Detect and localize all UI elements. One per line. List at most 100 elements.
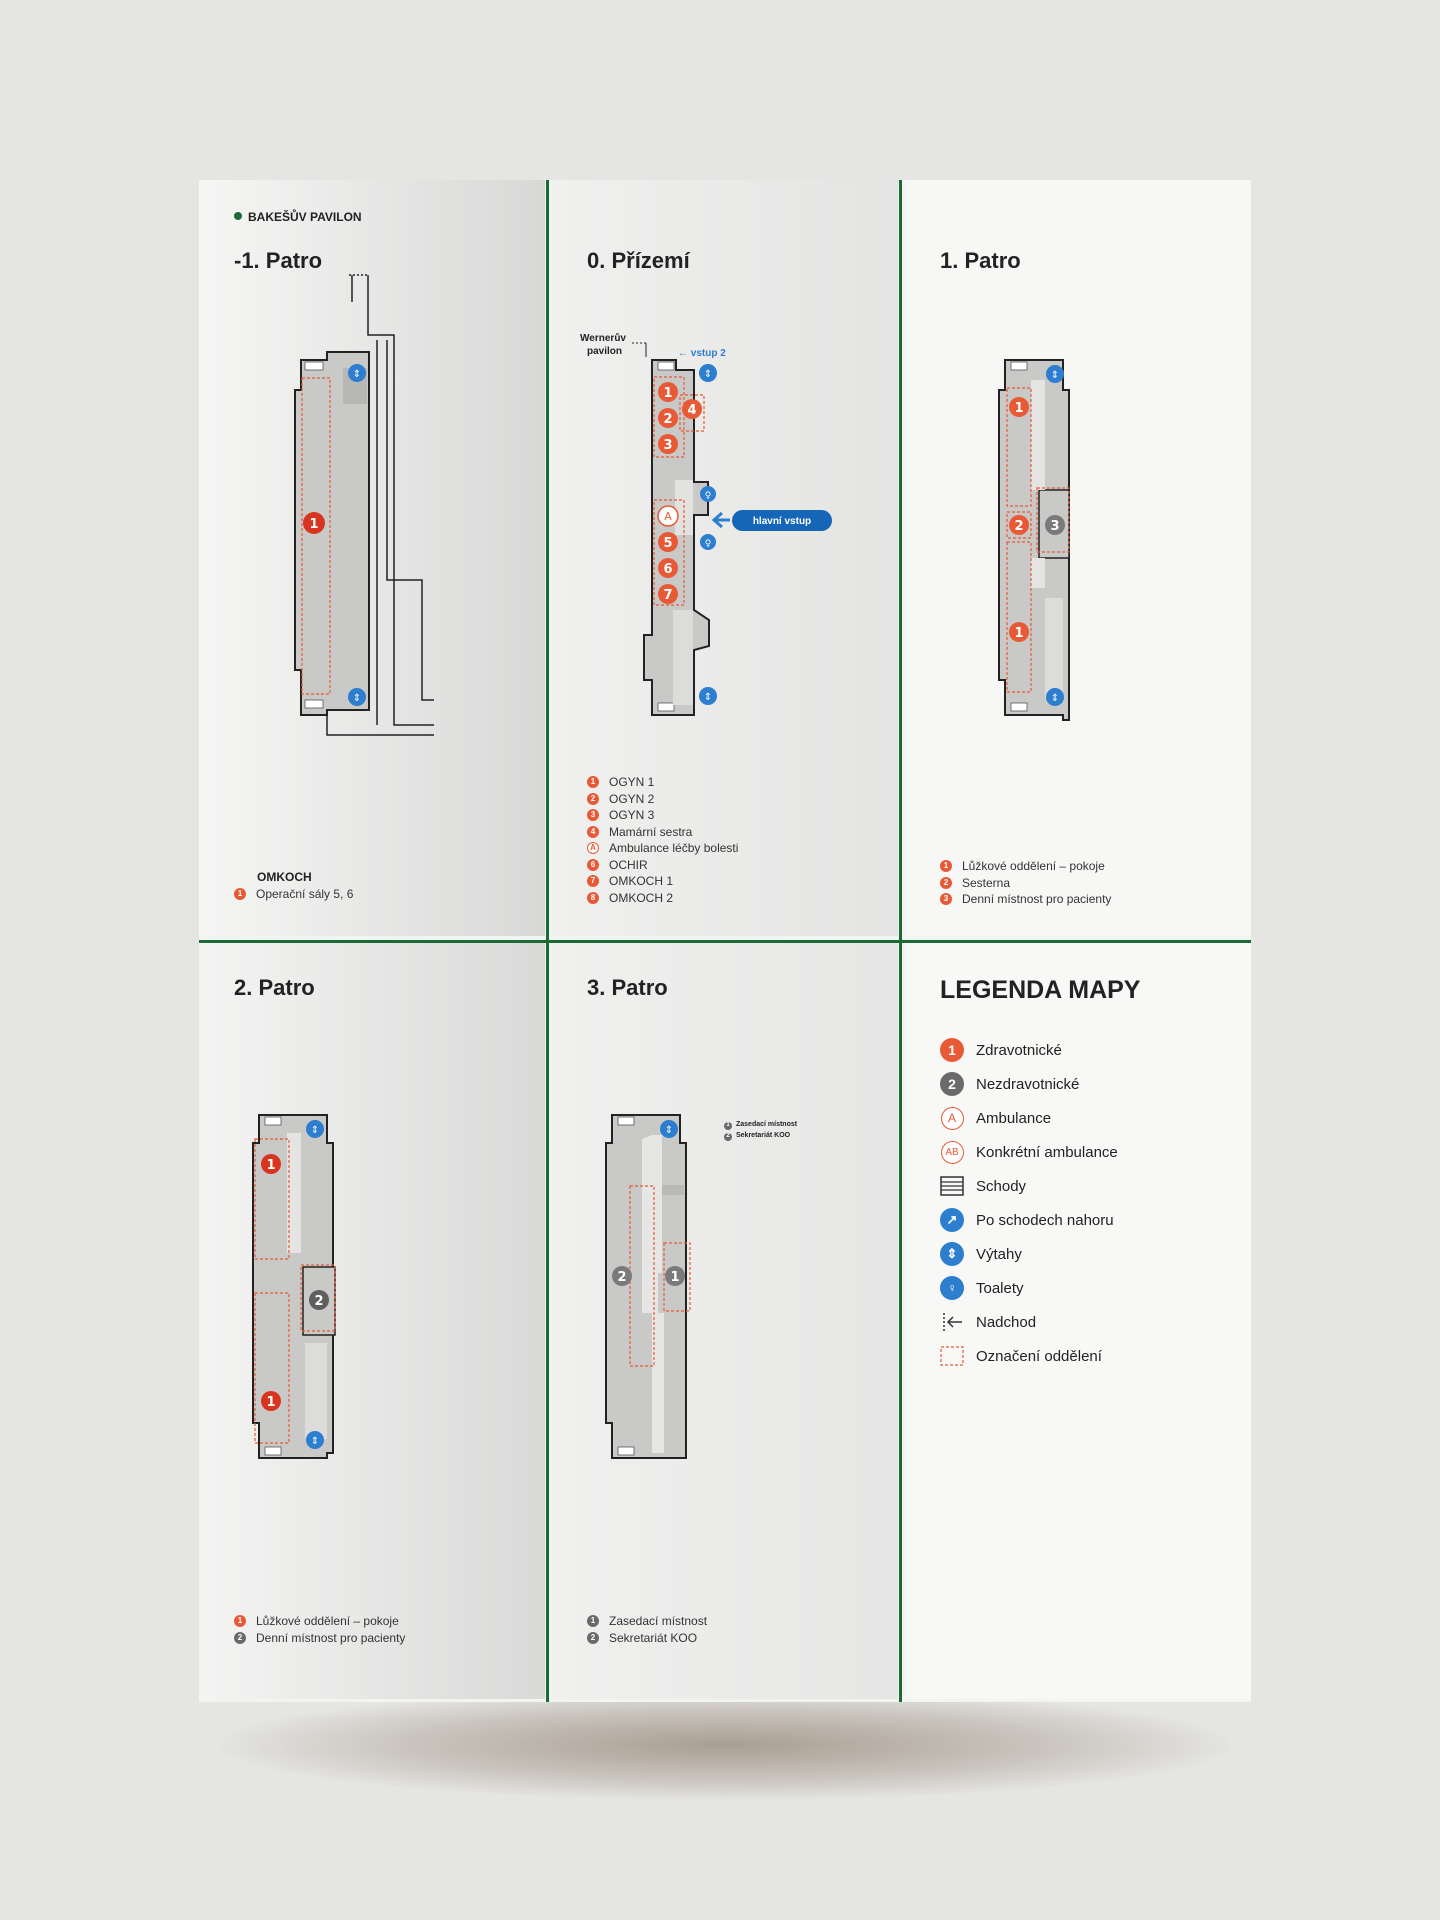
medical-number-icon: 1 bbox=[940, 860, 952, 873]
svg-text:3: 3 bbox=[663, 438, 672, 453]
legend-label: Nezdravotnické bbox=[976, 1075, 1080, 1093]
legend-text: OGYN 3 bbox=[609, 808, 655, 822]
svg-text:1: 1 bbox=[309, 517, 318, 532]
svg-text:6: 6 bbox=[663, 562, 672, 577]
svg-text:5: 5 bbox=[663, 536, 672, 551]
panel-map-legend: LEGENDA MAPY 1 Zdravotnické 2 Nezdravotn… bbox=[905, 943, 1251, 1699]
svg-text:pavilon: pavilon bbox=[587, 346, 622, 357]
nonmedical-number-icon: 2 bbox=[234, 1631, 246, 1644]
svg-text:⇕: ⇕ bbox=[353, 369, 361, 380]
map-legend-item: Označení oddělení bbox=[940, 1339, 1118, 1373]
svg-text:A: A bbox=[664, 510, 672, 523]
legend-text: Sesterna bbox=[962, 875, 1011, 890]
legend-row: A Ambulance léčby bolesti bbox=[587, 840, 738, 857]
map-legend-item: AB Konkrétní ambulance bbox=[940, 1135, 1118, 1169]
map-legend-item: ↗ Po schodech nahoru bbox=[940, 1203, 1118, 1237]
department-outline-icon bbox=[940, 1344, 964, 1368]
svg-text:⇕: ⇕ bbox=[311, 1436, 319, 1447]
ambulance-icon: A bbox=[587, 842, 599, 855]
legend-text: Denní místnost pro pacienty bbox=[962, 892, 1112, 906]
svg-text:Wernerův: Wernerův bbox=[580, 332, 626, 344]
legend-text: Lůžkové oddělení – pokoje bbox=[256, 1614, 399, 1628]
legend-heading: OMKOCH bbox=[257, 870, 312, 884]
medical-number-icon: 1 bbox=[234, 887, 246, 900]
legend-text: Denní místnost pro pacienty bbox=[256, 1630, 406, 1645]
legend-text: OGYN 2 bbox=[609, 791, 655, 806]
legend-label: Konkrétní ambulance bbox=[976, 1143, 1118, 1161]
svg-text:1: 1 bbox=[670, 1270, 679, 1285]
legend-label: Zdravotnické bbox=[976, 1041, 1062, 1059]
medical-number-icon: 3 bbox=[587, 809, 599, 822]
map-legend-item: Schody bbox=[940, 1169, 1118, 1203]
map-legend-item: 1 Zdravotnické bbox=[940, 1033, 1118, 1067]
legend-label: Nadchod bbox=[976, 1313, 1037, 1331]
nonmedical-number-icon: 2 bbox=[940, 1072, 964, 1096]
svg-text:1: 1 bbox=[1014, 401, 1023, 416]
medical-number-icon: 1 bbox=[234, 1615, 246, 1628]
legend-text: Sekretariát KOO bbox=[609, 1630, 698, 1645]
svg-text:⇕: ⇕ bbox=[704, 369, 712, 380]
building-label: BAKEŠŮV PAVILON bbox=[234, 210, 362, 224]
medical-number-icon: 6 bbox=[587, 858, 599, 871]
svg-text:hlavní vstup: hlavní vstup bbox=[753, 516, 811, 527]
floor-title: 0. Přízemí bbox=[587, 248, 690, 273]
floor-legend: 1 Lůžkové oddělení – pokoje 2 Denní místno… bbox=[234, 1613, 405, 1646]
legend-row: 1 Lůžkové oddělení – pokoje bbox=[234, 1613, 405, 1630]
legend-label: Označení oddělení bbox=[976, 1347, 1102, 1365]
svg-text:♀: ♀ bbox=[705, 539, 712, 549]
map-legend-item: 2 Nezdravotnické bbox=[940, 1067, 1118, 1101]
medical-number-icon: 2 bbox=[940, 876, 952, 889]
svg-text:3: 3 bbox=[1050, 519, 1059, 534]
map-legend-item: ♀ Toalety bbox=[940, 1271, 1118, 1305]
medical-number-icon: 3 bbox=[940, 893, 952, 906]
passage-icon bbox=[940, 1310, 964, 1334]
legend-text: OCHIR bbox=[609, 857, 648, 872]
floor-plan-minus1: ⇕ ⇕ 1 bbox=[294, 274, 434, 736]
svg-text:7: 7 bbox=[663, 588, 672, 603]
svg-text:2: 2 bbox=[314, 1294, 323, 1309]
nonmedical-number-icon: 2 bbox=[587, 1631, 599, 1644]
panel-floor-ground: 0. Přízemí Wernerův pavilon ← vstup 2 1 … bbox=[552, 180, 898, 936]
legend-text: Operační sály 5, 6 bbox=[256, 886, 354, 901]
legend-label: Výtahy bbox=[976, 1245, 1022, 1263]
legend-title: LEGENDA MAPY bbox=[940, 976, 1141, 1004]
svg-text:⇕: ⇕ bbox=[1051, 370, 1059, 381]
svg-text:2: 2 bbox=[1014, 519, 1023, 534]
legend-text: Zasedací místnost bbox=[736, 1121, 798, 1128]
nonmedical-number-icon: 2 bbox=[724, 1132, 732, 1141]
floor-plan-sheet: BAKEŠŮV PAVILON -1. Patro ⇕ ⇕ 1 OMKOCH bbox=[199, 180, 1251, 1702]
floor-title: 3. Patro bbox=[587, 975, 668, 1000]
elevator-icon: ⇕ bbox=[940, 1242, 964, 1266]
legend-label: Po schodech nahoru bbox=[976, 1211, 1114, 1229]
floor-title: -1. Patro bbox=[234, 248, 323, 273]
legend-text: Mamární sestra bbox=[609, 824, 693, 839]
legend-row: 3 Denní místnost pro pacienty bbox=[940, 891, 1111, 908]
floor-plan-ground: Wernerův pavilon ← vstup 2 1 2 3 4 A 5 6… bbox=[580, 332, 832, 716]
svg-text:1: 1 bbox=[1014, 626, 1023, 641]
map-legend-item: A Ambulance bbox=[940, 1101, 1118, 1135]
medical-number-icon: 7 bbox=[587, 875, 599, 888]
nonmedical-number-icon: 1 bbox=[724, 1121, 732, 1130]
legend-text: OMKOCH 1 bbox=[609, 874, 674, 888]
svg-text:♀: ♀ bbox=[705, 491, 712, 501]
svg-text:2: 2 bbox=[663, 412, 672, 427]
ambulance-icon: A bbox=[940, 1106, 964, 1130]
paper-shadow bbox=[220, 1690, 1230, 1800]
fold-line bbox=[199, 940, 1251, 943]
legend-text: Ambulance léčby bolesti bbox=[609, 841, 739, 855]
map-legend-item: Nadchod bbox=[940, 1305, 1118, 1339]
legend-row: 2 Sekretariát KOO bbox=[587, 1630, 707, 1647]
floor-plan-first: 1 2 1 3 ⇕ ⇕ bbox=[998, 359, 1070, 721]
floor-plan-third: 2 1 ⇕ bbox=[605, 1114, 691, 1459]
svg-text:⇕: ⇕ bbox=[1051, 693, 1059, 704]
